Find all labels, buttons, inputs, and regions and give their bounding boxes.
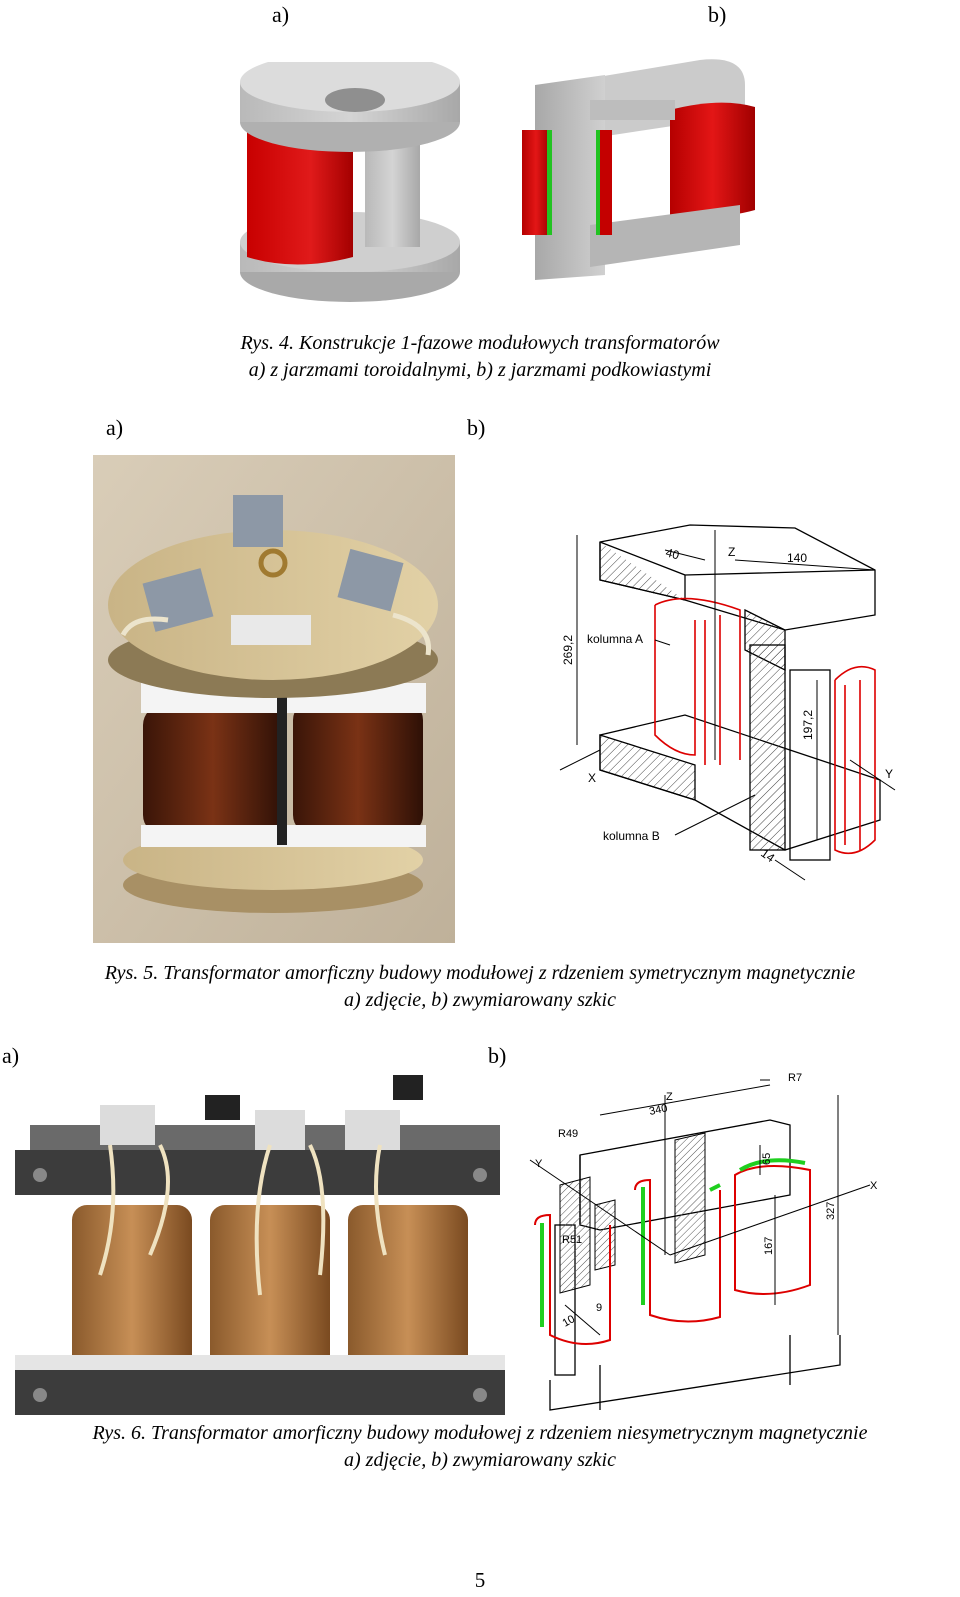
fig4a-toroidal-yoke-render (240, 62, 460, 302)
fig6-dim-65: 65 (761, 1153, 773, 1165)
fig4-label-b: b) (708, 2, 727, 27)
fig6-dim-340: 340 (648, 1102, 668, 1118)
fig5-dim-269: 269,2 (561, 635, 575, 665)
fig6-dim-327: 327 (825, 1202, 837, 1220)
fig5-label-b: b) (467, 415, 486, 440)
fig5a-transformer-photo (93, 455, 455, 943)
fig4-caption-line2: a) z jarzmami toroidalnymi, b) z jarzmam… (248, 359, 712, 381)
fig6-axis-z: Z (666, 1091, 673, 1103)
fig6a-three-phase-transformer-photo (10, 1075, 510, 1420)
fig5-axis-z: Z (728, 545, 735, 559)
fig4-label-a: a) (272, 2, 290, 27)
fig5-label-kolumna-a: kolumna A (587, 632, 643, 646)
fig5-dim-197: 197,2 (801, 710, 815, 740)
fig6-dim-r7: R7 (788, 1072, 802, 1084)
fig6-dim-r51: R51 (562, 1234, 582, 1246)
fig4-caption-line1: Rys. 4. Konstrukcje 1-fazowe modułowych … (240, 332, 720, 354)
fig6-caption: Rys. 6. Transformator amorficzny budowy … (0, 1420, 960, 1474)
fig4b-horseshoe-yoke-render (522, 59, 755, 280)
fig6-axis-x: X (870, 1180, 878, 1192)
fig6-label-a: a) (2, 1043, 20, 1068)
fig5-caption: Rys. 5. Transformator amorficzny budowy … (0, 960, 960, 1014)
fig4-caption: Rys. 4. Konstrukcje 1-fazowe modułowych … (0, 330, 960, 384)
fig5-axis-x: X (588, 771, 596, 785)
fig6-axis-y: Y (535, 1158, 543, 1170)
fig5-dim-140: 140 (787, 551, 807, 565)
page-number: 5 (474, 1568, 486, 1592)
fig5-dim-40: 40 (664, 545, 681, 562)
fig6-caption-line2: a) zdjęcie, b) zwymiarowany szkic (344, 1449, 616, 1471)
fig5-label-a: a) (106, 415, 124, 440)
fig6-dim-r49: R49 (558, 1128, 578, 1140)
fig6-caption-line1: Rys. 6. Transformator amorficzny budowy … (92, 1422, 868, 1444)
fig6-dim-9: 9 (596, 1302, 602, 1314)
fig5-axis-y: Y (885, 767, 893, 781)
fig6-dim-10: 10 (561, 1313, 578, 1330)
fig5b-dimensioned-sketch: 40 Z 140 269,2 kolumna A 197,2 X Y kolum… (559, 524, 896, 881)
fig6-dim-167: 167 (763, 1237, 775, 1255)
fig6-label-b: b) (488, 1043, 507, 1068)
fig5-label-kolumna-b: kolumna B (603, 829, 660, 843)
fig5-caption-line2: a) zdjęcie, b) zwymiarowany szkic (344, 989, 616, 1011)
fig5-caption-line1: Rys. 5. Transformator amorficzny budowy … (104, 962, 856, 984)
fig6b-dimensioned-sketch: R7 340 Z R49 Y 65 X 327 R51 167 10 9 (529, 1072, 878, 1411)
